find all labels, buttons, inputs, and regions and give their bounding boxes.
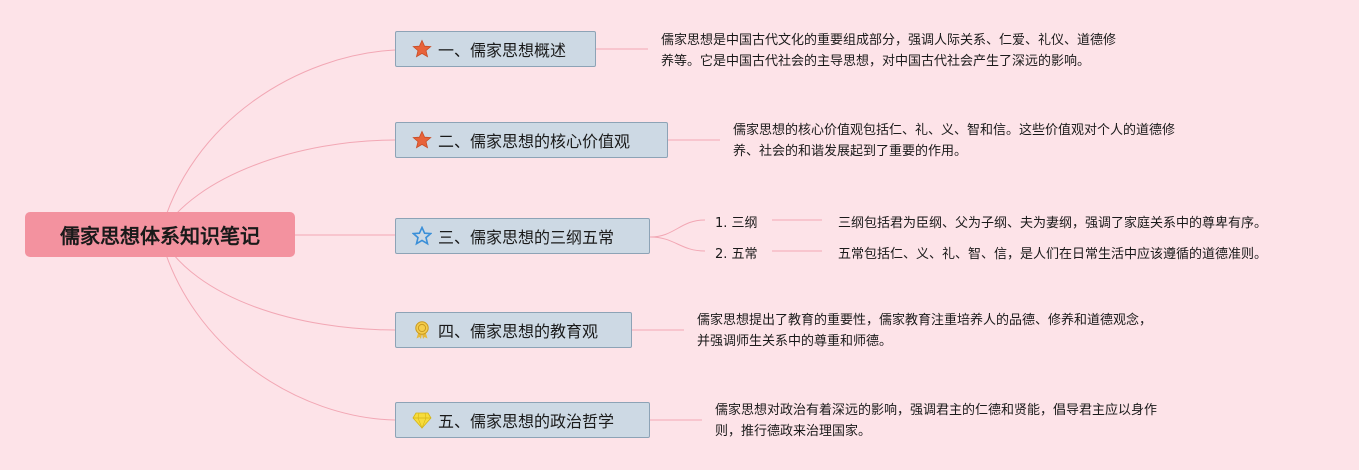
desc-line: 儒家思想的核心价值观包括仁、礼、义、智和信。这些价值观对个人的道德修: [733, 123, 1176, 138]
link-root-topic-1: [159, 49, 396, 236]
subtopic-desc-1: 三纲包括君为臣纲、父为子纲、夫为妻纲，强调了家庭关系中的尊卑有序。: [838, 216, 1268, 231]
link-root-topic-4: [159, 234, 396, 331]
root-title: 儒家思想体系知识笔记: [60, 224, 260, 248]
star-orange-icon: [412, 130, 432, 150]
subtopic-1[interactable]: 1. 三纲: [715, 216, 758, 231]
topic-node-5[interactable]: 五、儒家思想的政治哲学: [395, 402, 650, 438]
topic-label-1: 一、儒家思想概述: [438, 41, 567, 60]
subtopic-2[interactable]: 2. 五常: [715, 247, 758, 262]
subtopic-desc-2: 五常包括仁、义、礼、智、信，是人们在日常生活中应该遵循的道德准则。: [838, 247, 1268, 262]
desc-line: 并强调师生关系中的尊重和师德。: [697, 334, 893, 349]
desc-line: 儒家思想对政治有着深远的影响，强调君主的仁德和贤能，倡导君主应以身作: [715, 403, 1158, 418]
topic-desc-4: 儒家思想提出了教育的重要性，儒家教育注重培养人的品德、修养和道德观念， 并强调师…: [697, 310, 1152, 352]
desc-line: 则，推行德政来治理国家。: [715, 424, 872, 439]
topic-label-5: 五、儒家思想的政治哲学: [438, 412, 615, 431]
topic-node-2[interactable]: 二、儒家思想的核心价值观: [395, 122, 668, 158]
topic-label-4: 四、儒家思想的教育观: [438, 322, 599, 341]
topic-label-2: 二、儒家思想的核心价值观: [438, 132, 631, 151]
topic-node-1[interactable]: 一、儒家思想概述: [395, 31, 596, 67]
topic-desc-1: 儒家思想是中国古代文化的重要组成部分，强调人际关系、仁爱、礼仪、道德修 养等。它…: [661, 30, 1116, 72]
desc-line: 养等。它是中国古代社会的主导思想，对中国古代社会产生了深远的影响。: [661, 54, 1091, 69]
desc-line: 儒家思想提出了教育的重要性，儒家教育注重培养人的品德、修养和道德观念，: [697, 313, 1153, 328]
topic-desc-5: 儒家思想对政治有着深远的影响，强调君主的仁德和贤能，倡导君主应以身作 则，推行德…: [715, 400, 1157, 442]
link-topic-3-sub-1: [649, 219, 706, 238]
star-outline-blue-icon: [412, 226, 432, 246]
link-root-topic-5: [159, 234, 396, 421]
topic-desc-2: 儒家思想的核心价值观包括仁、礼、义、智和信。这些价值观对个人的道德修 养、社会的…: [733, 120, 1175, 162]
topic-node-3[interactable]: 三、儒家思想的三纲五常: [395, 218, 650, 254]
topic-label-3: 三、儒家思想的三纲五常: [438, 228, 615, 247]
desc-line: 养、社会的和谐发展起到了重要的作用。: [733, 144, 968, 159]
topic-node-4[interactable]: 四、儒家思想的教育观: [395, 312, 632, 348]
medal-icon: [412, 320, 432, 340]
star-orange-icon: [412, 39, 432, 59]
link-topic-3-sub-2: [649, 236, 706, 252]
desc-line: 儒家思想是中国古代文化的重要组成部分，强调人际关系、仁爱、礼仪、道德修: [661, 33, 1117, 48]
root-node[interactable]: 儒家思想体系知识笔记: [25, 212, 295, 257]
diamond-icon: [412, 410, 432, 430]
